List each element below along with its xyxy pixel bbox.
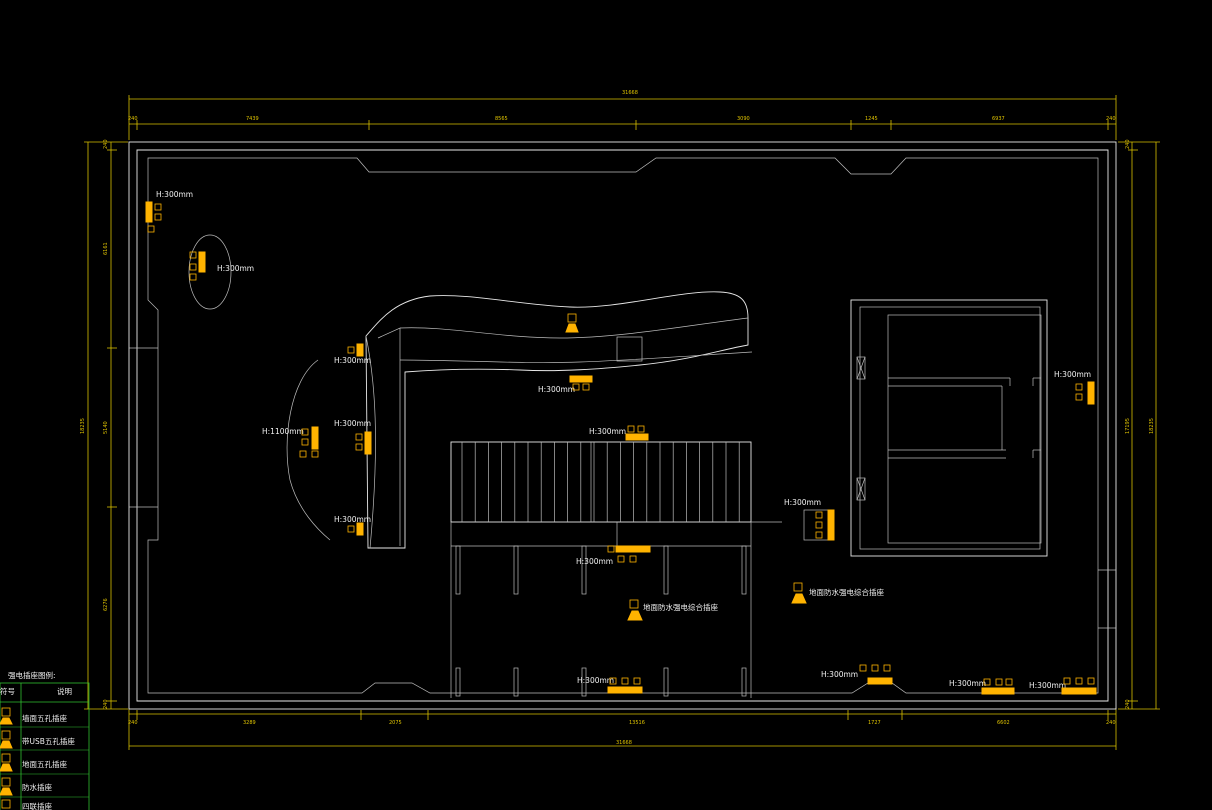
left-seg-3: 5140 <box>103 421 109 434</box>
height-label: H:300mm <box>577 676 614 685</box>
socket-cluster-icon <box>145 201 162 233</box>
waterproof-socket-legend-icon <box>0 777 13 796</box>
floor-socket-note: 地面防水强电综合插座 <box>809 587 884 597</box>
top-total-label: 31668 <box>622 90 638 96</box>
right-total-label: 18235 <box>1149 418 1155 434</box>
socket-cluster-icon <box>625 425 649 441</box>
left-seg-5: 240 <box>103 699 109 709</box>
socket-cluster-icon <box>607 545 651 563</box>
socket-cluster-icon <box>569 375 593 391</box>
right-seg-3: 240 <box>1125 699 1131 709</box>
curved-structure <box>365 291 753 549</box>
socket-cluster-icon <box>299 426 319 458</box>
quad-socket-legend-icon <box>1 799 11 809</box>
bottom-seg-3: 2075 <box>389 720 402 726</box>
socket-symbols <box>145 201 1097 695</box>
bottom-total-label: 31668 <box>616 740 632 746</box>
stair-treads <box>461 442 740 522</box>
height-label: H:300mm <box>821 670 858 679</box>
socket-cluster-icon <box>607 677 643 694</box>
top-seg-7: 240 <box>1106 116 1116 122</box>
curved-wall-left <box>286 359 331 541</box>
right-seg-2: 17195 <box>1125 418 1131 434</box>
height-label: H:300mm <box>949 679 986 688</box>
height-label: H:300mm <box>576 557 613 566</box>
floor-socket-icon <box>627 599 643 621</box>
socket-cluster-icon <box>815 509 835 541</box>
floor-socket-legend-icon <box>0 753 13 772</box>
usb-socket-legend-icon <box>0 730 13 749</box>
height-label: H:300mm <box>334 356 371 365</box>
socket-cluster-icon <box>1061 677 1097 695</box>
wall-socket-legend-icon <box>0 707 13 725</box>
height-label: H:300mm <box>217 264 254 273</box>
floor-socket-note: 地面防水强电综合插座 <box>643 602 718 612</box>
floor-socket-icon <box>565 313 579 333</box>
height-label: H:300mm <box>784 498 821 507</box>
note-labels: 地面防水强电综合插座 地面防水强电综合插座 <box>643 587 884 612</box>
floor-socket-icon <box>791 582 807 604</box>
top-seg-5: 1245 <box>865 116 878 122</box>
socket-cluster-icon <box>1075 381 1095 405</box>
socket-cluster-icon <box>189 251 206 281</box>
columns <box>455 545 747 697</box>
dimension-bottom: 240 3289 2075 13516 1727 6602 240 31668 <box>128 708 1117 750</box>
legend-title: 强电插座图例: <box>8 670 56 680</box>
height-label: H:300mm <box>538 385 575 394</box>
dimension-top: 31668 240 7439 8565 3090 1245 6937 240 <box>128 90 1117 140</box>
legend-item: 四联插座 <box>22 801 52 810</box>
socket-cluster-icon <box>981 678 1015 695</box>
socket-cluster-icon <box>859 664 893 685</box>
top-seg-4: 3090 <box>737 116 750 122</box>
socket-cluster-icon <box>355 431 372 455</box>
top-seg-1: 240 <box>128 116 138 122</box>
legend-table: 强电插座图例: 符号 说明 墙面五孔插座 带USB五孔插座 地面五孔插座 防水插… <box>0 670 90 810</box>
ellipse-column <box>188 234 232 310</box>
core-block <box>850 299 1048 557</box>
legend-item: 带USB五孔插座 <box>22 736 75 746</box>
legend-item: 防水插座 <box>22 782 52 792</box>
bottom-seg-4: 13516 <box>629 720 645 726</box>
height-label: H:300mm <box>589 427 626 436</box>
height-label: H:1100mm <box>262 427 304 436</box>
height-label: H:300mm <box>156 190 193 199</box>
exterior-walls <box>128 141 1117 710</box>
bottom-seg-2: 3289 <box>243 720 256 726</box>
left-seg-1: 240 <box>103 139 109 149</box>
left-seg-4: 6276 <box>103 598 109 611</box>
legend-item: 墙面五孔插座 <box>22 713 67 723</box>
legend-col-symbol: 符号 <box>0 686 15 696</box>
socket-cluster-icon <box>347 343 364 357</box>
bottom-seg-7: 240 <box>1106 720 1116 726</box>
legend-col-desc: 说明 <box>57 686 72 696</box>
top-seg-2: 7439 <box>246 116 259 122</box>
top-seg-3: 8565 <box>495 116 508 122</box>
height-label: H:300mm <box>1029 681 1066 690</box>
legend-item: 地面五孔插座 <box>22 759 67 769</box>
bottom-seg-5: 1727 <box>868 720 881 726</box>
height-label: H:300mm <box>334 515 371 524</box>
left-seg-2: 6161 <box>103 242 109 255</box>
dimension-left: 240 6161 5140 6276 240 18235 <box>80 139 128 710</box>
height-label: H:300mm <box>334 419 371 428</box>
left-total-label: 18235 <box>80 418 86 434</box>
top-seg-6: 6937 <box>992 116 1005 122</box>
staircase <box>450 441 782 698</box>
bottom-seg-6: 6602 <box>997 720 1010 726</box>
height-label: H:300mm <box>1054 370 1091 379</box>
right-seg-1: 240 <box>1125 139 1131 149</box>
dimension-right: 240 17195 240 18235 <box>1118 139 1160 710</box>
socket-cluster-icon <box>347 522 364 536</box>
bottom-seg-1: 240 <box>128 720 138 726</box>
height-labels: H:300mm H:300mm H:300mm H:1100mm H:300mm… <box>156 190 1091 690</box>
